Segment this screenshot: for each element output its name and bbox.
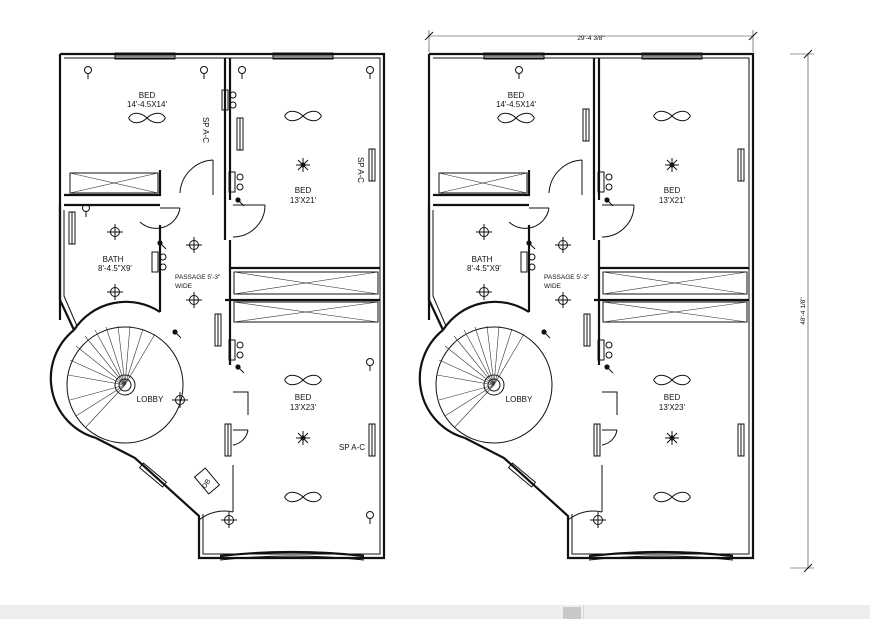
room-label-bed-top: BED xyxy=(508,91,525,100)
floor-plan-layout: BED 14'-4.5X14' BED 13'X21' BATH 8'-4.5"… xyxy=(420,53,753,560)
db-label: DB xyxy=(201,478,213,490)
room-size-bed-bottom: 13'X23' xyxy=(290,403,317,412)
room-size-bed-right: 13'X21' xyxy=(659,196,686,205)
room-size-bath: 8'-4.5"X9' xyxy=(98,264,132,273)
room-size-bed-top: 14'-4.5X14' xyxy=(127,100,167,109)
dimension-height: 48'-4 1/8" xyxy=(790,49,814,573)
room-size-bed-right: 13'X21' xyxy=(290,196,317,205)
dimension-width: 29'-4 3/8" xyxy=(424,30,758,52)
room-size-bed-bottom: 13'X23' xyxy=(659,403,686,412)
ac-label-3: SP A-C xyxy=(339,443,365,452)
room-label-lobby: LOBBY xyxy=(506,395,533,404)
passage-label: PASSAGE 5'-3" xyxy=(175,274,221,281)
scrollbar-thumb[interactable] xyxy=(563,607,581,619)
ac-label-2: SP A-C xyxy=(356,157,365,183)
ac-label-1: SP A-C xyxy=(201,117,210,143)
room-label-bed-top: BED xyxy=(139,91,156,100)
room-label-lobby: LOBBY xyxy=(137,395,164,404)
room-label-bed-bottom: BED xyxy=(664,393,681,402)
bottom-scrollbar[interactable] xyxy=(0,605,870,619)
scrollbar-divider xyxy=(583,605,584,619)
room-size-bath: 8'-4.5"X9' xyxy=(467,264,501,273)
room-label-bed-right: BED xyxy=(295,186,312,195)
dimension-height-label: 48'-4 1/8" xyxy=(800,297,807,325)
dimension-width-label: 29'-4 3/8" xyxy=(577,35,605,42)
passage-label: PASSAGE 5'-3" xyxy=(544,274,590,281)
floor-plan-electrical: BED 14'-4.5X14' SP A-C SP A-C BED 13'X21… xyxy=(51,53,384,560)
room-size-bed-top: 14'-4.5X14' xyxy=(496,100,536,109)
passage-label-2: WIDE xyxy=(544,283,562,290)
room-label-bed-right: BED xyxy=(664,186,681,195)
room-label-bath: BATH xyxy=(472,255,493,264)
room-label-bed-bottom: BED xyxy=(295,393,312,402)
passage-label-2: WIDE xyxy=(175,283,193,290)
room-label-bath: BATH xyxy=(103,255,124,264)
